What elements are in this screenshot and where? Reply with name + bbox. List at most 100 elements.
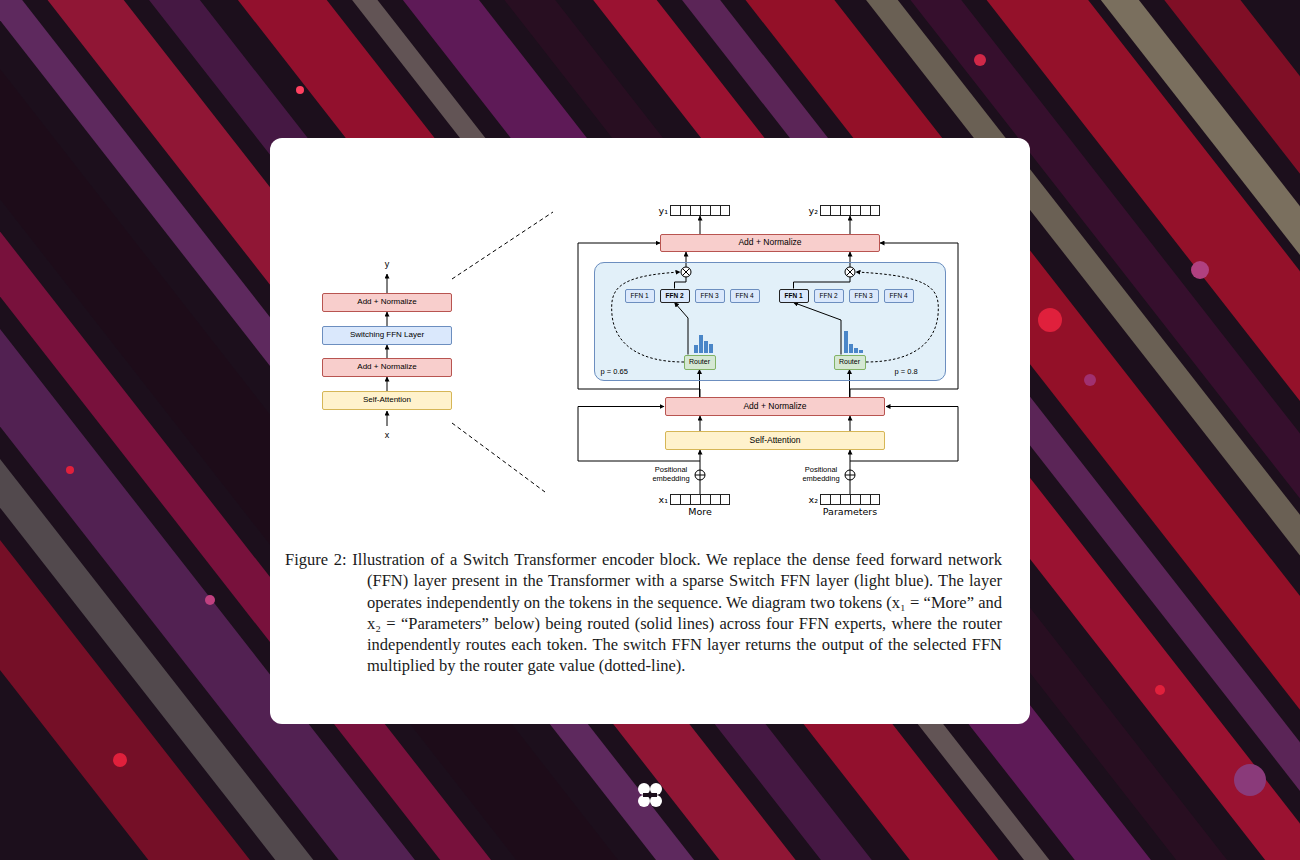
splatter-dot xyxy=(1155,685,1165,695)
expert-box: FFN 3 xyxy=(849,289,879,303)
streak xyxy=(0,0,1051,860)
vector-label: y₁ xyxy=(659,205,668,215)
gate-probability: p = 0.65 xyxy=(601,368,628,376)
add-normalize-box: Add + Normalize xyxy=(322,358,452,377)
connector-arrow xyxy=(700,450,701,494)
multiply-cross xyxy=(847,269,854,276)
box-label: FFN 4 xyxy=(735,292,753,299)
token-vector: x₂Parameters xyxy=(820,494,880,505)
logo-gap xyxy=(643,793,657,797)
connector-arrow xyxy=(850,416,851,431)
box-label: FFN 2 xyxy=(665,292,683,299)
box-label: FFN 4 xyxy=(889,292,907,299)
selected-expert-box: FFN 2 xyxy=(660,289,690,303)
splatter-dot xyxy=(113,753,127,767)
connector-arrow xyxy=(387,377,388,391)
box-label: Self-Attention xyxy=(363,396,411,405)
token-vector: x₁More xyxy=(670,494,730,505)
expert-box: FFN 4 xyxy=(730,289,760,303)
box-label: FFN 3 xyxy=(700,292,718,299)
multiply-cross xyxy=(847,269,854,276)
token-vector: y₁ xyxy=(670,205,730,216)
box-label: Add + Normalize xyxy=(738,238,801,247)
multiply-cross xyxy=(683,269,690,276)
add-cross xyxy=(850,470,851,480)
gate-probability: p = 0.8 xyxy=(895,368,918,376)
box-label: FFN 3 xyxy=(854,292,872,299)
vector-label: x₁ xyxy=(659,494,668,504)
router-box: Router xyxy=(684,355,716,370)
box-label: Switching FFN Layer xyxy=(350,331,424,340)
splatter-dot xyxy=(296,86,304,94)
paint-splatter xyxy=(66,54,1266,796)
connector-arrow xyxy=(850,450,851,494)
io-label: x xyxy=(377,430,397,440)
add-circle xyxy=(695,470,705,480)
vector-label: y₂ xyxy=(809,205,818,215)
connector-arrow xyxy=(387,345,388,358)
token-word: Parameters xyxy=(823,507,877,517)
histogram-bar xyxy=(854,348,858,353)
connector-arrow xyxy=(850,243,958,397)
splatter-dot xyxy=(205,595,215,605)
figure-caption: Figure 2: Illustration of a Switch Trans… xyxy=(285,549,1002,677)
expert-box: FFN 1 xyxy=(625,289,655,303)
histogram-bar xyxy=(859,350,863,353)
multiply-symbol xyxy=(845,267,855,277)
add-symbol xyxy=(695,470,705,480)
multiply-circle xyxy=(681,267,691,277)
zoom-line xyxy=(452,212,553,279)
input-arrow xyxy=(387,411,388,426)
zoom-line xyxy=(452,423,545,492)
connector-arrow xyxy=(794,303,842,355)
multiply-circle xyxy=(845,267,855,277)
vector-label: x₂ xyxy=(809,494,818,504)
splatter-dot xyxy=(1234,764,1266,796)
token-vector: y₂ xyxy=(820,205,880,216)
token-word: More xyxy=(688,507,712,517)
embedding-label: Positional embedding xyxy=(798,466,844,483)
add-normalize-box: Add + Normalize xyxy=(322,293,452,312)
box-label: Router xyxy=(839,358,860,366)
router-histogram xyxy=(694,335,713,353)
splatter-dot xyxy=(974,54,986,66)
multiply-cross xyxy=(683,269,690,276)
connector-arrow xyxy=(794,252,851,289)
histogram-bar xyxy=(699,335,703,353)
add-normalize-box: Add + Normalize xyxy=(660,234,880,252)
box-label: Router xyxy=(689,358,710,366)
selected-expert-box: FFN 1 xyxy=(779,289,809,303)
expert-box: FFN 4 xyxy=(884,289,914,303)
add-circle xyxy=(845,470,855,480)
router-histogram xyxy=(844,331,863,353)
connector-arrow xyxy=(850,216,851,234)
connector-arrow xyxy=(387,312,388,326)
expert-box: FFN 2 xyxy=(814,289,844,303)
expert-box: FFN 3 xyxy=(695,289,725,303)
multiply-symbol xyxy=(681,267,691,277)
add-normalize-box: Add + Normalize xyxy=(665,397,885,416)
histogram-bar xyxy=(694,345,698,353)
io-label: y xyxy=(377,259,397,269)
connector-arrow xyxy=(700,216,701,234)
output-arrow xyxy=(387,274,388,293)
self-attention-box: Self-Attention xyxy=(665,431,885,450)
self-attention-box: Self-Attention xyxy=(322,391,452,410)
logo xyxy=(638,783,662,807)
gate-dotted-line xyxy=(612,272,684,362)
box-label: FFN 1 xyxy=(630,292,648,299)
box-label: Self-Attention xyxy=(749,436,800,445)
router-box: Router xyxy=(834,355,866,370)
switch-ffn-panel: p = 0.65 p = 0.8 FFN 1 FFN 2 FFN 3 FFN 4 FFN 1… xyxy=(594,262,946,381)
histogram-bar xyxy=(844,331,848,353)
connector-arrow xyxy=(675,303,689,355)
connector-arrow xyxy=(578,243,700,397)
box-label: FFN 2 xyxy=(819,292,837,299)
streak xyxy=(0,0,1129,860)
switch-layer-fill xyxy=(594,262,946,381)
splatter-dot xyxy=(1191,261,1209,279)
connector-arrow xyxy=(700,416,701,431)
